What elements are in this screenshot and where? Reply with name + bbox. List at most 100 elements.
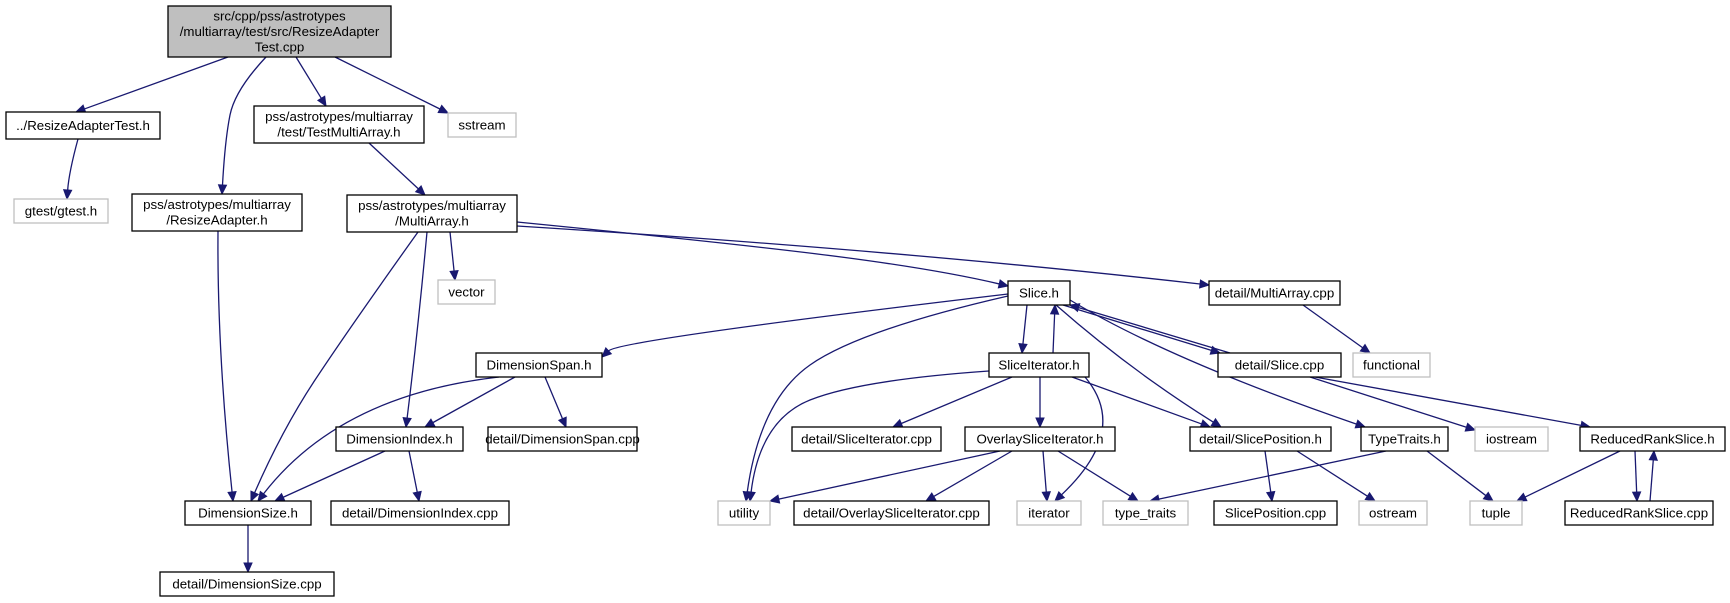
edge-slice_iterator_h-to-utility [746,370,990,503]
edge-arrowhead [1049,303,1060,315]
node-label: tuple [1482,505,1511,520]
node-label: DimensionSpan.h [487,357,592,372]
edge-line [933,450,1013,498]
node-iostream: iostream [1474,426,1549,452]
edge-line [750,370,990,493]
node-box [330,500,510,526]
node-label: detail/SliceIterator.cpp [801,431,932,446]
edge-arrowhead [1068,303,1081,313]
edge-slice_iterator_h-to-slice_h [1049,303,1060,354]
edge-multiarray_h-to-vector [449,231,459,282]
edge-line [1062,304,1212,351]
edge-multiarray_h-to-slice_h [516,221,1010,289]
node-utility: utility [717,500,771,526]
edge-line [408,450,418,493]
edge-detail_slice_position_h-to-slice_position_cpp [1264,450,1276,503]
node-box [159,571,335,597]
node-box [5,111,161,140]
edge-line [1314,376,1582,427]
node-label: iterator [1028,505,1070,520]
edge-detail_slice_cpp-to-iostream [1309,376,1477,432]
nodes-layer: src/cpp/pss/astrotypes/multiarray/test/s… [5,5,1726,597]
edge-arrowhead [1041,491,1051,503]
edge-arrowhead [449,270,459,282]
node-test_multiarray_h[interactable]: pss/astrotypes/multiarray/test/TestMulti… [253,105,425,144]
node-slice_h[interactable]: Slice.h [1007,280,1071,306]
edge-multiarray_h-to-dimension_index_h [402,231,428,429]
edge-slice_h-to-utility [742,295,1009,503]
edge-resize_adapter_h-to-dimension_size_h [217,230,237,503]
node-root[interactable]: src/cpp/pss/astrotypes/multiarray/test/s… [167,5,392,58]
node-label: detail/Slice.cpp [1235,357,1324,372]
node-detail_slice_cpp[interactable]: detail/Slice.cpp [1217,352,1342,378]
node-box [346,194,518,233]
node-label: sstream [458,117,505,132]
node-detail_dimension_index_cpp[interactable]: detail/DimensionIndex.cpp [330,500,510,526]
node-label: DimensionIndex.h [346,431,452,446]
node-type_traits_h[interactable]: TypeTraits.h [1360,426,1449,452]
node-slice_iterator_h[interactable]: SliceIterator.h [988,352,1090,378]
node-box [717,500,771,526]
node-label: detail/MultiArray.cpp [1215,285,1334,300]
node-label: pss/astrotypes/multiarray [358,198,506,213]
node-detail_slice_iterator_cpp[interactable]: detail/SliceIterator.cpp [791,426,942,452]
edge-line [449,231,455,272]
edge-arrowhead [746,490,756,503]
edge-arrowhead [1359,343,1372,354]
node-box [1360,426,1449,452]
node-label: gtest/gtest.h [25,203,97,218]
edge-slice_h-to-detail_slice_cpp [1062,304,1222,355]
node-box [1474,426,1549,452]
node-box [335,426,464,452]
edge-arrowhead [1648,449,1658,461]
edge-line [1042,450,1047,493]
node-box [184,500,312,526]
node-box [1189,426,1332,452]
edge-line [1309,376,1467,428]
node-label: ostream [1369,505,1417,520]
edge-slice_h-to-slice_iterator_h [1018,304,1028,355]
node-overlay_slice_iterator_h[interactable]: OverlaySliceIterator.h [964,426,1116,452]
node-box [1352,352,1431,378]
node-multiarray_h[interactable]: pss/astrotypes/multiarray/MultiArray.h [346,194,518,233]
node-detail_dimension_span_cpp[interactable]: detail/DimensionSpan.cpp [485,426,640,452]
node-label: /test/TestMultiArray.h [277,125,400,140]
edge-arrowhead [62,189,73,201]
node-dimension_span_h[interactable]: DimensionSpan.h [475,352,603,378]
edge-dimension_index_h-to-dimension_size_h [273,450,386,502]
node-detail_dimension_size_cpp[interactable]: detail/DimensionSize.cpp [159,571,335,597]
node-box [13,198,109,224]
node-detail_overlay_slice_iterator_cpp[interactable]: detail/OverlaySliceIterator.cpp [793,500,990,526]
node-slice_position_cpp[interactable]: SlicePosition.cpp [1213,500,1338,526]
node-tuple: tuple [1469,500,1523,526]
node-reduced_rank_slice_cpp[interactable]: ReducedRankSlice.cpp [1564,500,1714,526]
node-gtest: gtest/gtest.h [13,198,109,224]
node-dimension_index_h[interactable]: DimensionIndex.h [335,426,464,452]
edge-arrowhead [257,490,268,502]
node-label: ReducedRankSlice.h [1590,431,1714,446]
node-reduced_rank_slice_h[interactable]: ReducedRankSlice.h [1579,426,1726,452]
node-box [437,279,496,305]
edge-arrowhead [601,347,613,358]
edge-dimension_span_h-to-dimension_index_h [423,376,516,428]
edge-dimension_span_h-to-dimension_size_h [257,376,500,502]
edge-detail_slice_cpp-to-reduced_rank_slice_h [1314,376,1592,430]
node-label: functional [1363,357,1420,372]
edge-overlay_slice_iterator_h-to-type_traits [1057,450,1140,502]
node-label: detail/SlicePosition.h [1199,431,1322,446]
node-detail_slice_position_h[interactable]: detail/SlicePosition.h [1189,426,1332,452]
edge-line [282,450,386,498]
node-resize_adapter_h[interactable]: pss/astrotypes/multiarray/ResizeAdapter.… [131,193,303,232]
edge-arrowhead [997,279,1010,289]
node-dimension_size_h[interactable]: DimensionSize.h [184,500,312,526]
edge-root-to-sstream [334,56,450,114]
edge-resize_adapter_test_h-to-gtest [62,138,79,201]
edge-arrowhead [423,418,436,428]
node-box [487,426,638,452]
edge-line [262,376,500,495]
node-detail_multiarray_cpp[interactable]: detail/MultiArray.cpp [1208,280,1341,306]
edge-line [406,231,428,419]
edge-arrowhead [768,494,781,504]
node-resize_adapter_test_h[interactable]: ../ResizeAdapterTest.h [5,111,161,140]
node-box [1102,500,1189,526]
